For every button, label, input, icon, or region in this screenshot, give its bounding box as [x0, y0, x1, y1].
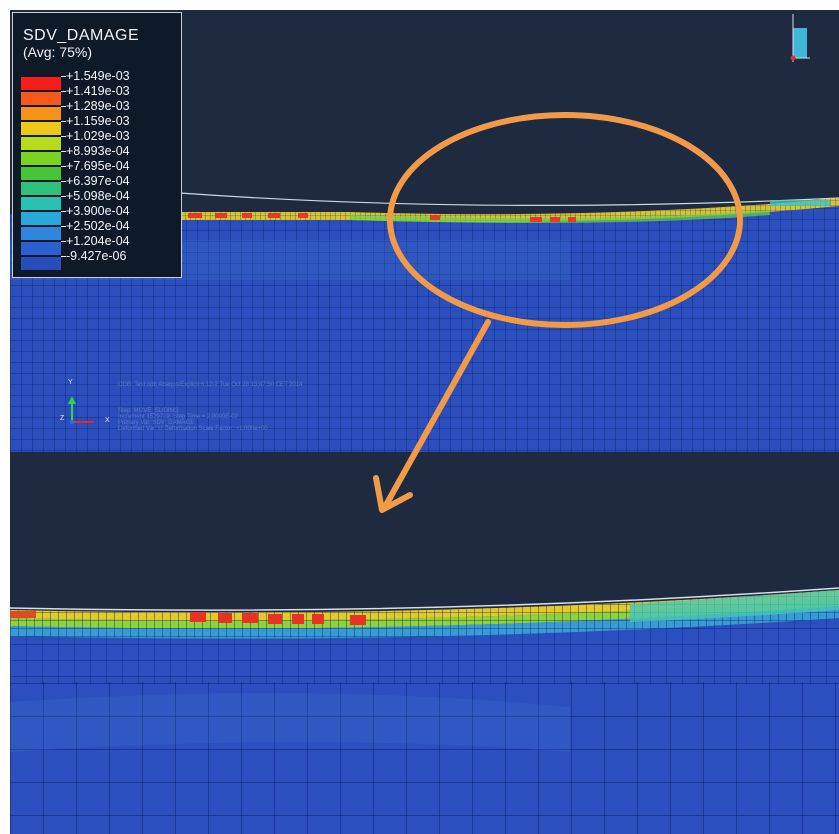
- legend-tick: [61, 241, 66, 242]
- legend-tick: [61, 256, 66, 257]
- color-legend: SDV_DAMAGE (Avg: 75%) +1.549e-03+1.419e-…: [12, 12, 182, 278]
- legend-tick: [61, 106, 66, 107]
- legend-value: +5.098e-04: [66, 189, 130, 203]
- legend-swatch: [21, 92, 61, 105]
- legend-swatch: [21, 167, 61, 180]
- info-line-deformed: Deformed Var: U Deformation Scale Factor…: [118, 426, 268, 432]
- legend-swatch: [21, 122, 61, 135]
- info-line-step: Step: MOVE_SLIDING: [118, 408, 179, 414]
- info-line-primary: Primary Var: SDV_DAMAGE: [118, 420, 195, 426]
- legend-value: +7.695e-04: [66, 159, 130, 173]
- zoom-surface-outline: [10, 587, 839, 611]
- legend-value: +3.900e-04: [66, 204, 130, 218]
- legend-swatch: [21, 242, 61, 255]
- legend-value: +1.289e-03: [66, 99, 130, 113]
- legend-tick: [61, 181, 66, 182]
- legend-swatch: [21, 152, 61, 165]
- legend-value: +6.397e-04: [66, 174, 130, 188]
- legend-tick: [61, 166, 66, 167]
- legend-value: +2.502e-04: [66, 219, 130, 233]
- legend-swatch: [21, 257, 61, 270]
- legend-value: +1.029e-03: [66, 129, 130, 143]
- legend-swatch: [21, 197, 61, 210]
- legend-swatch: [21, 77, 61, 90]
- legend-value: -9.427e-06: [66, 249, 127, 263]
- legend-tick: [61, 91, 66, 92]
- info-line-increment: Increment 1529719: Step Time = 2.0000E-0…: [118, 414, 238, 420]
- mesh-view-zoom: [10, 587, 839, 834]
- legend-tick: [61, 136, 66, 137]
- highlight-ellipse: [387, 112, 743, 328]
- contour-plot-overview: SDV_DAMAGE (Avg: 75%) +1.549e-03+1.419e-…: [10, 10, 839, 452]
- legend-swatch: [21, 137, 61, 150]
- legend-value: +1.549e-03: [66, 69, 130, 83]
- axis-triad-icon: [68, 396, 94, 424]
- legend-tick: [61, 226, 66, 227]
- legend-value: +1.159e-03: [66, 114, 130, 128]
- legend-tick: [61, 211, 66, 212]
- legend-swatch: [21, 107, 61, 120]
- legend-tick: [61, 121, 66, 122]
- legend-tick: [61, 151, 66, 152]
- axis-z-label: Z: [60, 415, 65, 422]
- legend-value: +1.204e-04: [66, 234, 130, 248]
- legend-subtitle: (Avg: 75%): [23, 44, 92, 60]
- info-line-odb: ODB: Test.odb Abaqus/Explicit 6.12-2 Tue…: [118, 382, 303, 388]
- axis-y-label: Y: [68, 379, 73, 386]
- legend-swatch: [21, 227, 61, 240]
- legend-title: SDV_DAMAGE: [23, 27, 140, 44]
- legend-tick: [61, 196, 66, 197]
- contour-plot-zoom: [10, 452, 839, 834]
- legend-value: +1.419e-03: [66, 84, 130, 98]
- legend-swatch: [21, 212, 61, 225]
- axis-x-label: X: [105, 417, 110, 424]
- view-triad-icon: [790, 14, 810, 62]
- surface-outline: [179, 192, 839, 207]
- legend-tick: [61, 76, 66, 77]
- legend-swatch: [21, 182, 61, 195]
- legend-value: +8.993e-04: [66, 144, 130, 158]
